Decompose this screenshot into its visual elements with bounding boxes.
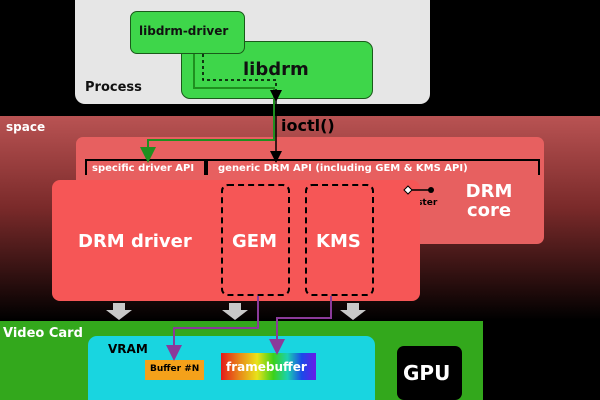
drm-core-label: DRM core <box>465 181 513 221</box>
register-dot-icon <box>428 187 434 193</box>
down-arrow-icon <box>222 303 248 320</box>
specific-api-call-arrow <box>140 54 275 163</box>
generic-api-bracket <box>206 159 540 175</box>
kernel-space-label: space <box>6 120 46 134</box>
process-label: Process <box>85 80 142 95</box>
gem-label: GEM <box>232 231 277 252</box>
ioctl-label: ioctl() <box>281 116 335 135</box>
down-arrow-icon <box>106 303 132 320</box>
specific-api-bracket <box>85 159 206 175</box>
video-card-label: Video Card <box>3 326 83 341</box>
libdrm-dotted-arrow <box>202 54 282 102</box>
drm-driver-box <box>52 180 420 301</box>
gem-box <box>221 184 290 296</box>
kms-label: KMS <box>316 231 361 252</box>
down-arrow-icon <box>340 303 366 320</box>
buffer-box <box>145 360 204 380</box>
kms-box <box>305 184 374 296</box>
libdrm-label: libdrm <box>243 59 309 80</box>
gem-to-buffer-arrow <box>166 296 259 361</box>
generic-api-label: generic DRM API (including GEM & KMS API… <box>218 163 468 174</box>
vram-label: VRAM <box>108 342 148 356</box>
framebuffer-label: framebuffer <box>226 360 307 374</box>
drm-driver-label: DRM driver <box>78 231 192 252</box>
libdrm-driver-box <box>130 11 245 54</box>
gpu-box <box>397 346 462 400</box>
kms-to-framebuffer-arrow <box>269 296 332 355</box>
libdrm-driver-label: libdrm-driver <box>139 24 229 38</box>
gpu-label: GPU <box>403 361 451 385</box>
framebuffer-box <box>221 353 316 380</box>
buffer-label: Buffer #N <box>150 364 200 374</box>
specific-api-label: specific driver API <box>92 163 195 174</box>
register-diamond-icon <box>403 185 413 195</box>
